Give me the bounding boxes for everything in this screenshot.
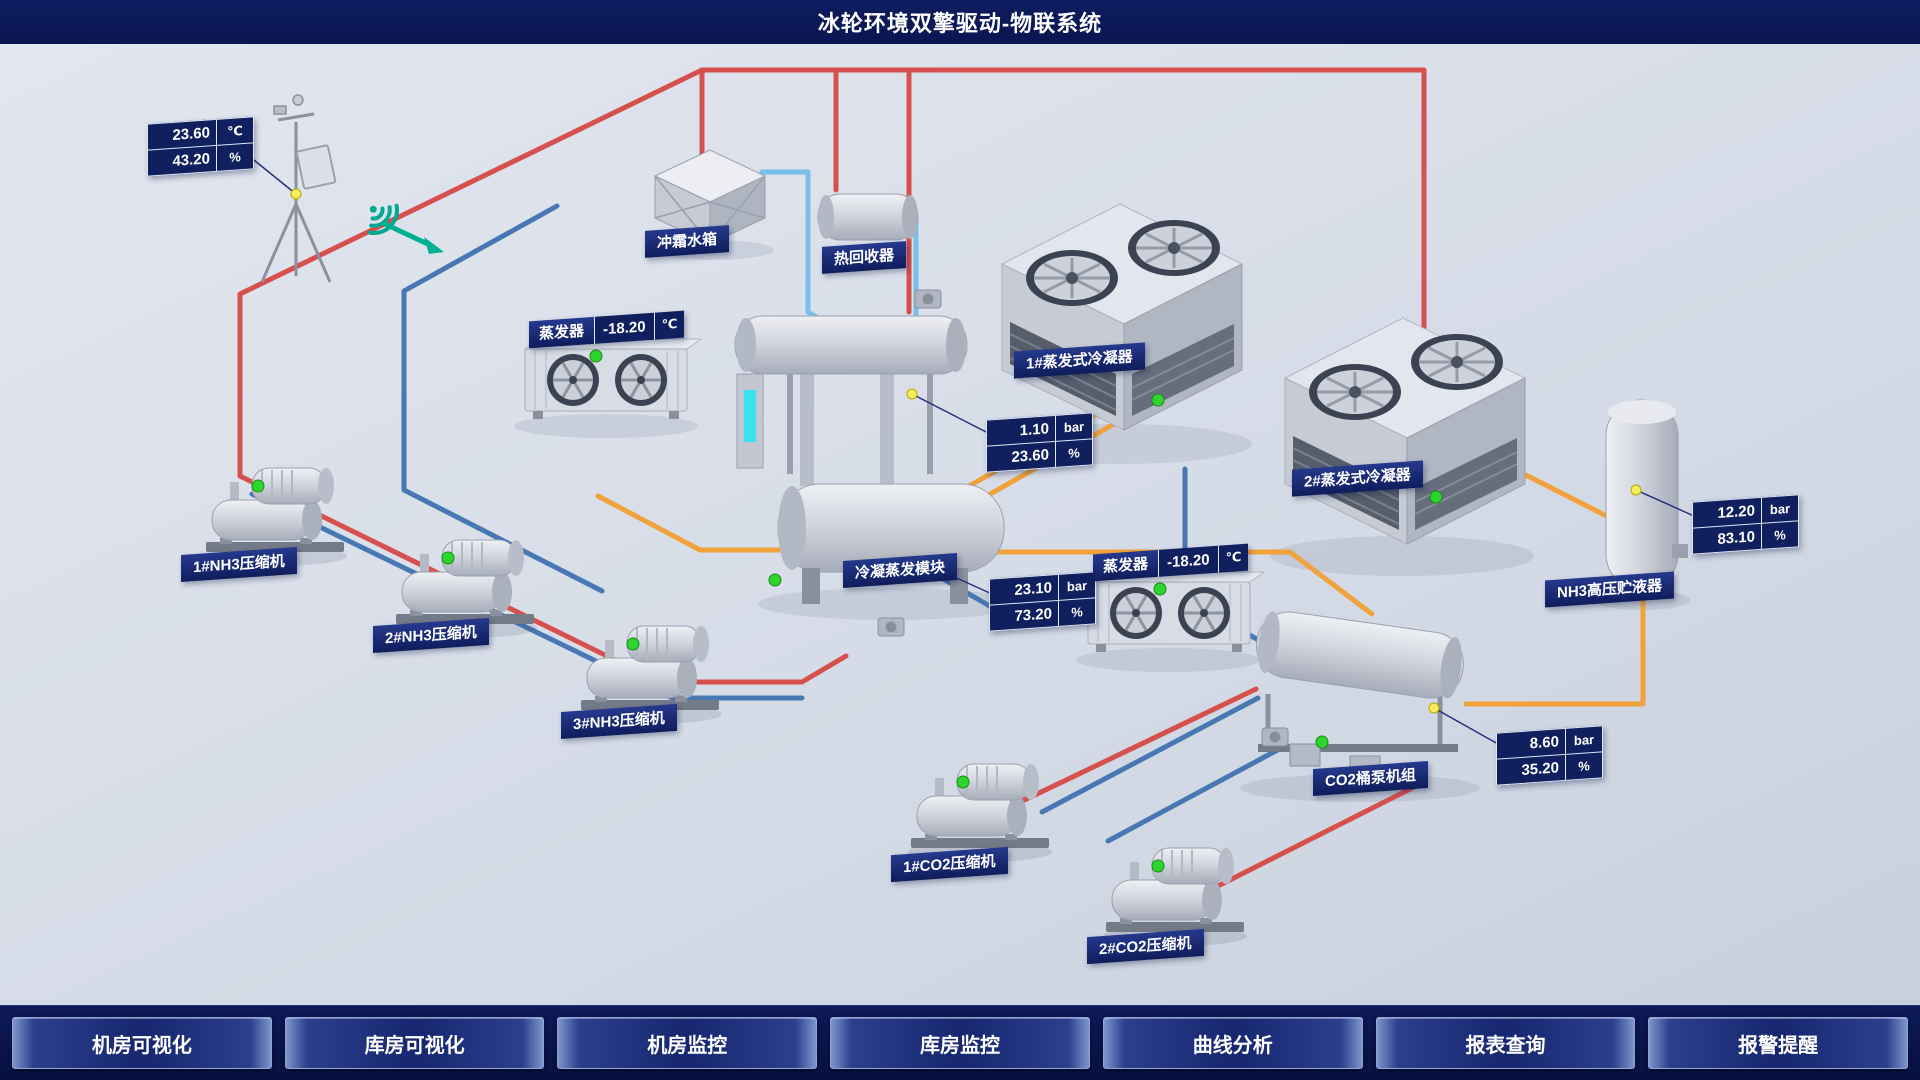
nav-machine-room-visualization[interactable]: 机房可视化: [12, 1017, 272, 1069]
co2-level-value: 35.20: [1521, 759, 1559, 779]
evaporator-right-temp: -18.20: [1158, 545, 1218, 577]
nav-machine-room-monitor[interactable]: 机房监控: [557, 1017, 818, 1069]
nav-curve-analysis[interactable]: 曲线分析: [1102, 1017, 1363, 1069]
co2-compressor-1-unit: [907, 763, 1053, 863]
evaporative-condenser-2: [1283, 316, 1527, 546]
header-bar: 冰轮环境双擎驱动-物联系统: [0, 0, 1920, 46]
status-dot-module: [768, 573, 782, 587]
separator-pressure-value: 1.10: [1019, 420, 1049, 440]
nav-warehouse-visualization[interactable]: 库房可视化: [284, 1017, 545, 1069]
co2-pump-unit-vessel: [1256, 611, 1464, 779]
co2-pump-unit-gauge: 8.60 bar 35.20%: [1496, 725, 1603, 786]
module-pressure-value: 23.10: [1014, 579, 1052, 599]
weather-humidity-unit: %: [216, 143, 253, 171]
module-level-value: 73.20: [1014, 605, 1052, 625]
nh3-receiver-gauge: 12.20 bar 83.10%: [1692, 494, 1799, 555]
co2-pressure-unit: bar: [1565, 726, 1602, 754]
module-level-unit: %: [1058, 598, 1095, 626]
co2-pressure-value: 8.60: [1529, 733, 1559, 753]
separator-level-value: 23.60: [1011, 446, 1049, 466]
evaporator-left-temp-unit: ℃: [653, 310, 685, 340]
evaporator-left-label: 蒸发器: [529, 316, 595, 349]
separator-pressure-unit: bar: [1055, 413, 1092, 441]
nav-bar: 机房可视化 库房可视化 机房监控 库房监控 曲线分析 报表查询 报警提醒: [0, 1005, 1920, 1080]
diagram-area: 23.60℃ 43.20% 冲霜水箱 热回收器 蒸发器 -18.20 ℃ 1#蒸…: [0, 44, 1920, 1005]
status-dot-condenser-2: [1429, 490, 1443, 504]
status-dot-evaporator-left: [589, 349, 603, 363]
receiver-level-unit: %: [1761, 521, 1798, 549]
evaporator-left-unit: [523, 337, 703, 421]
co2-level-unit: %: [1565, 752, 1602, 780]
evaporator-right-label: 蒸发器: [1093, 549, 1159, 582]
separator-level-unit: %: [1055, 439, 1092, 467]
weather-reading: 23.60 ℃ 43.20%: [147, 116, 254, 177]
receiver-pressure-unit: bar: [1761, 495, 1798, 523]
level-gauge: [744, 390, 756, 442]
nav-warehouse-monitor[interactable]: 库房监控: [830, 1017, 1090, 1069]
nh3-receiver-vessel: [1605, 399, 1688, 596]
evaporator-right-temp-unit: ℃: [1217, 543, 1249, 573]
separator-gauge: 1.10 bar 23.60%: [986, 412, 1093, 473]
nav-report-query[interactable]: 报表查询: [1375, 1017, 1636, 1069]
inline-pumps: [877, 289, 1289, 747]
signal-arrow-icon: [382, 221, 444, 254]
evaporator-left-temp: -18.20: [594, 312, 654, 344]
receiver-level-value: 83.10: [1717, 528, 1755, 548]
evaporator-right-unit: [1086, 570, 1266, 654]
status-dot-co2-unit: [1315, 735, 1329, 749]
module-pressure-unit: bar: [1058, 572, 1095, 600]
weather-humidity-value: 43.20: [172, 150, 210, 170]
status-dot-condenser-1: [1151, 393, 1165, 407]
receiver-pressure-value: 12.20: [1717, 502, 1755, 522]
nav-alarm-reminder[interactable]: 报警提醒: [1648, 1017, 1909, 1069]
page-title: 冰轮环境双擎驱动-物联系统: [817, 11, 1103, 36]
weather-temp-unit: ℃: [216, 117, 253, 145]
cond-evap-module-gauge: 23.10 bar 73.20%: [989, 571, 1096, 632]
heat-recovery-unit: [817, 193, 919, 241]
status-dot-evaporator-right: [1153, 582, 1167, 596]
evaporative-condenser-1: [1000, 202, 1244, 432]
weather-temp-value: 23.60: [172, 124, 210, 144]
plant-diagram: [202, 67, 1695, 947]
separator-vessels: [734, 315, 1005, 604]
weather-station: [260, 94, 337, 283]
